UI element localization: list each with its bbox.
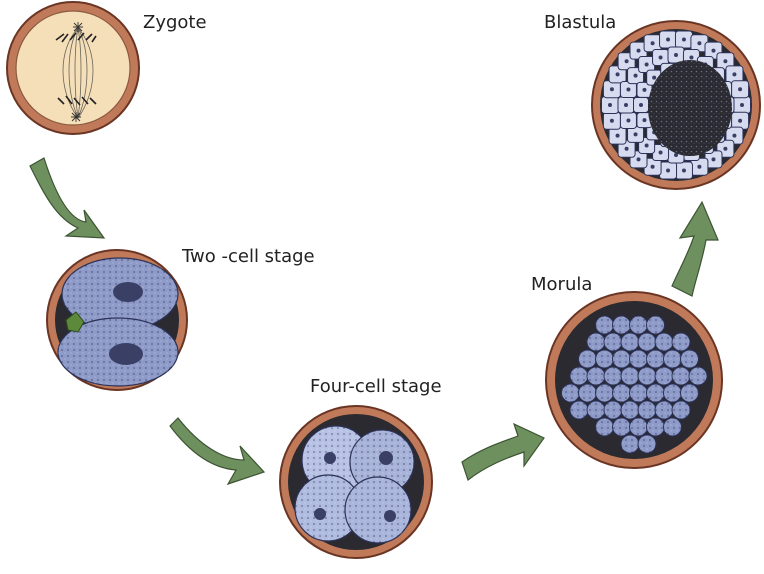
nucleus <box>637 157 641 161</box>
nucleus <box>697 165 701 169</box>
arrow-two-cell-to-four-cell <box>170 418 264 484</box>
nucleus <box>666 169 670 173</box>
nucleus <box>642 88 646 92</box>
nucleus <box>651 41 655 45</box>
nucleus <box>651 165 655 169</box>
nucleus <box>625 147 629 151</box>
nucleus <box>639 103 643 107</box>
two-cell-embryo <box>47 250 187 390</box>
nucleus <box>659 151 663 155</box>
label-four-cell: Four-cell stage <box>310 376 442 397</box>
four-cell-embryo <box>280 406 432 558</box>
nucleus <box>109 343 143 365</box>
nucleus <box>610 87 614 91</box>
blastula <box>592 21 760 189</box>
blastomere <box>345 477 411 543</box>
nucleus <box>682 169 686 173</box>
nucleus <box>738 87 742 91</box>
nucleus <box>634 132 638 136</box>
nucleus <box>682 37 686 41</box>
nucleus <box>616 72 620 76</box>
nucleus <box>689 55 693 59</box>
nucleus <box>626 118 630 122</box>
nucleus <box>659 55 663 59</box>
label-blastula: Blastula <box>544 12 616 33</box>
morula <box>546 292 722 468</box>
nucleus <box>674 53 678 57</box>
nucleus <box>314 508 326 520</box>
nucleus <box>732 72 736 76</box>
nucleus <box>697 41 701 45</box>
nucleus <box>711 49 715 53</box>
nucleus <box>738 119 742 123</box>
nucleus <box>616 134 620 138</box>
nucleus <box>666 37 670 41</box>
zygote-cytoplasm <box>16 11 130 125</box>
nucleus <box>624 103 628 107</box>
nucleus <box>634 74 638 78</box>
nucleus <box>740 103 744 107</box>
label-morula: Morula <box>531 274 592 295</box>
nucleus <box>652 76 656 80</box>
nucleus <box>732 134 736 138</box>
arrow-four-cell-to-morula <box>462 424 544 480</box>
arrow-morula-to-blastula <box>672 202 718 296</box>
nucleus <box>384 510 396 522</box>
label-two-cell: Two -cell stage <box>182 246 315 267</box>
arrow-zygote-to-two-cell <box>30 158 104 238</box>
nucleus <box>711 157 715 161</box>
nucleus <box>324 452 336 464</box>
nucleus <box>626 88 630 92</box>
nucleus <box>113 282 143 302</box>
nucleus <box>723 147 727 151</box>
nucleus <box>379 451 393 465</box>
nucleus <box>608 103 612 107</box>
nucleus <box>642 118 646 122</box>
nucleus <box>625 59 629 63</box>
nucleus <box>723 59 727 63</box>
label-zygote: Zygote <box>143 12 207 33</box>
nucleus <box>645 143 649 147</box>
nucleus <box>645 63 649 67</box>
nucleus <box>610 119 614 123</box>
zygote <box>7 2 139 134</box>
nucleus <box>637 49 641 53</box>
